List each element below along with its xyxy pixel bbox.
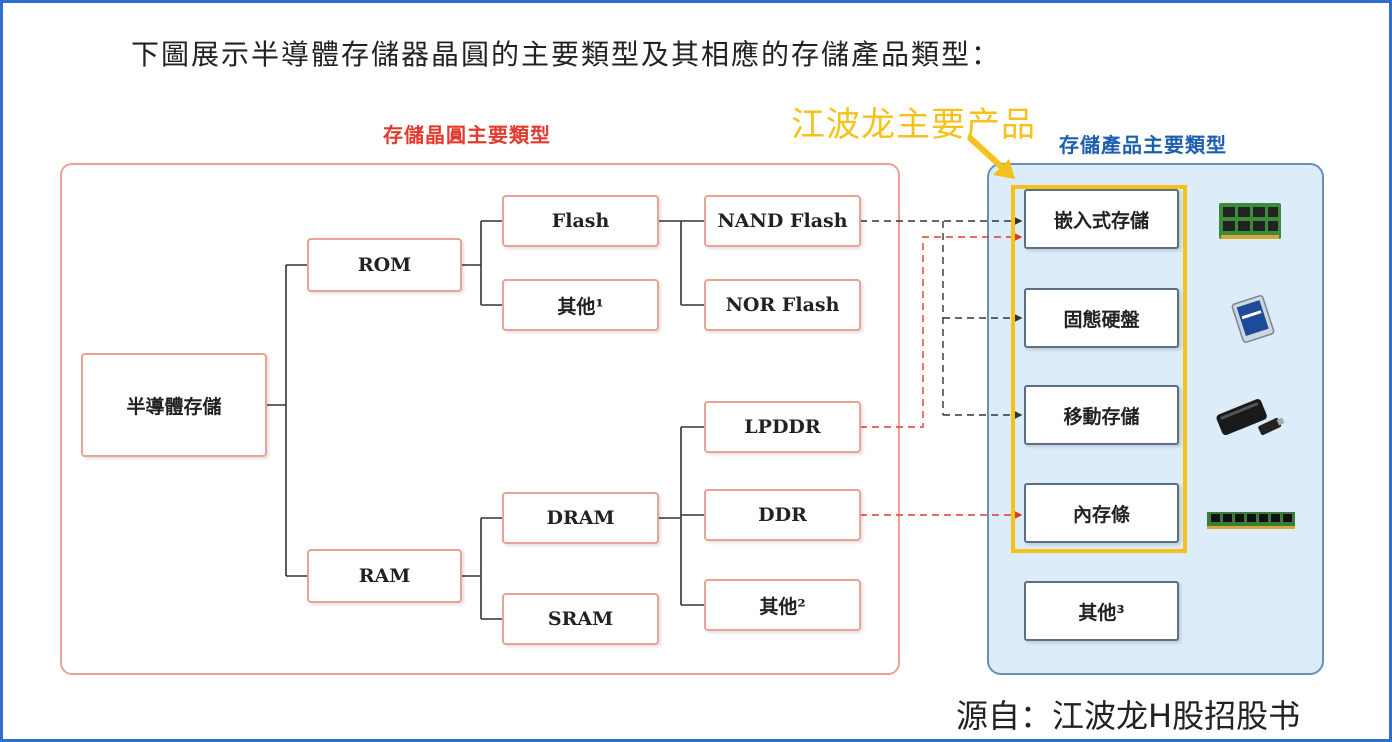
wafer-types-label: 存儲晶圓主要類型: [383, 123, 551, 147]
flash-node: Flash: [502, 195, 659, 247]
dram-node: DRAM: [502, 492, 659, 544]
main-products-label: 江波龙主要产品: [791, 105, 1036, 145]
diagram-frame: 下圖展示半導體存儲器晶圓的主要類型及其相應的存儲產品類型： 存儲晶圓主要類型 存…: [3, 3, 1389, 739]
ddr-node: DDR: [704, 489, 861, 541]
rom-node: ROM: [307, 238, 462, 292]
embedded-storage-node: 嵌入式存儲: [1024, 189, 1179, 249]
source-caption: 源自：江波龙H股招股书: [956, 697, 1301, 735]
ssd-icon: [1231, 295, 1275, 343]
mobile-storage-node: 移動存儲: [1024, 385, 1179, 445]
memory-module-icon: [1207, 512, 1295, 529]
lpddr-node: LPDDR: [704, 401, 861, 453]
dram-other-node: 其他²: [704, 579, 861, 631]
rom-other-node: 其他¹: [502, 279, 659, 331]
nor-flash-node: NOR Flash: [704, 279, 861, 331]
portable-drive-icon: [1216, 399, 1285, 436]
sram-node: SRAM: [502, 593, 659, 645]
other-products-node: 其他³: [1024, 581, 1179, 641]
main-products-highlight: [1011, 185, 1187, 553]
ram-node: RAM: [307, 549, 462, 603]
product-types-label: 存儲產品主要類型: [1059, 133, 1227, 157]
memory-module-node: 內存條: [1024, 483, 1179, 543]
nand-flash-node: NAND Flash: [704, 195, 861, 247]
page-title: 下圖展示半導體存儲器晶圓的主要類型及其相應的存儲產品類型：: [131, 38, 1002, 71]
ssd-node: 固態硬盤: [1024, 288, 1179, 348]
embedded-chip-board-icon: [1219, 203, 1281, 239]
semiconductor-storage-node: 半導體存儲: [81, 353, 267, 457]
connector-lines: [265, 134, 1023, 620]
